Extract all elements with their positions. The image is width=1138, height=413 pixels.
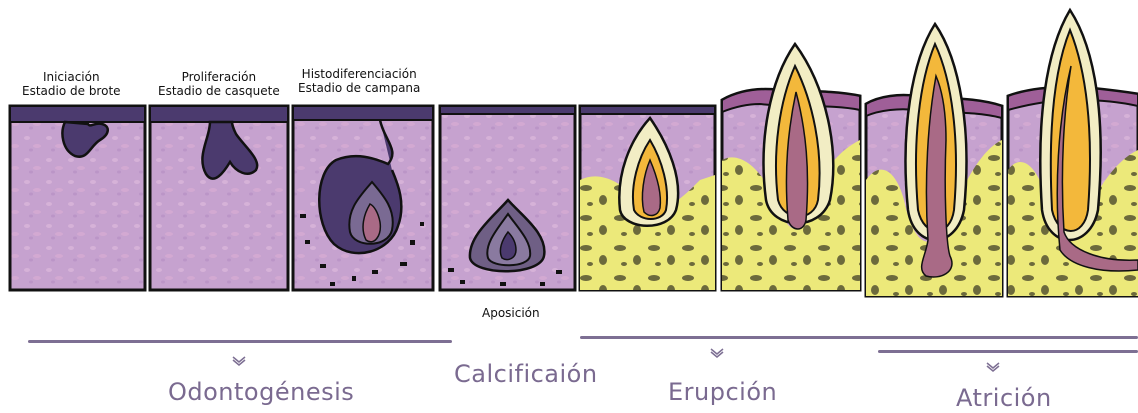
panel-histodiferenciacion bbox=[293, 106, 433, 290]
chevron-down-icon bbox=[710, 348, 724, 358]
phase-odontogenesis: Odontogénesis bbox=[168, 378, 354, 406]
phase-atricion: Atrición bbox=[956, 384, 1052, 412]
panel-proliferacion bbox=[150, 106, 288, 290]
stage-iniciacion-line1: Iniciación bbox=[22, 70, 121, 84]
phase-calcificacion: Calcificaión bbox=[454, 360, 598, 388]
panel-aposicion bbox=[440, 106, 575, 290]
erupcion-timeline-bar bbox=[580, 336, 1138, 339]
stage-proliferacion-line2: Estadio de casquete bbox=[158, 84, 280, 98]
odontogenesis-timeline-bar bbox=[28, 340, 452, 343]
stage-label-aposicion: Aposición bbox=[482, 306, 540, 320]
panel-iniciacion bbox=[10, 106, 145, 290]
panel-erupcion-emerging bbox=[722, 44, 860, 290]
panel-atricion-adult bbox=[866, 24, 1002, 296]
panel-erupcion-early bbox=[580, 106, 715, 290]
stage-label-histodiferenciacion: Histodiferenciación Estadio de campana bbox=[298, 67, 420, 95]
stage-aposicion-line1: Aposición bbox=[482, 306, 540, 320]
stage-histodiferenciacion-line1: Histodiferenciación bbox=[298, 67, 420, 81]
atricion-timeline-bar bbox=[878, 350, 1138, 353]
stage-iniciacion-line2: Estadio de brote bbox=[22, 84, 121, 98]
stage-label-proliferacion: Proliferación Estadio de casquete bbox=[158, 70, 280, 98]
chevron-down-icon bbox=[986, 362, 1000, 372]
stage-label-iniciacion: Iniciación Estadio de brote bbox=[22, 70, 121, 98]
stage-histodiferenciacion-line2: Estadio de campana bbox=[298, 81, 420, 95]
stage-proliferacion-line1: Proliferación bbox=[158, 70, 280, 84]
chevron-down-icon bbox=[232, 356, 246, 366]
panel-atricion-worn bbox=[1008, 10, 1138, 296]
phase-erupcion: Erupción bbox=[668, 378, 777, 406]
